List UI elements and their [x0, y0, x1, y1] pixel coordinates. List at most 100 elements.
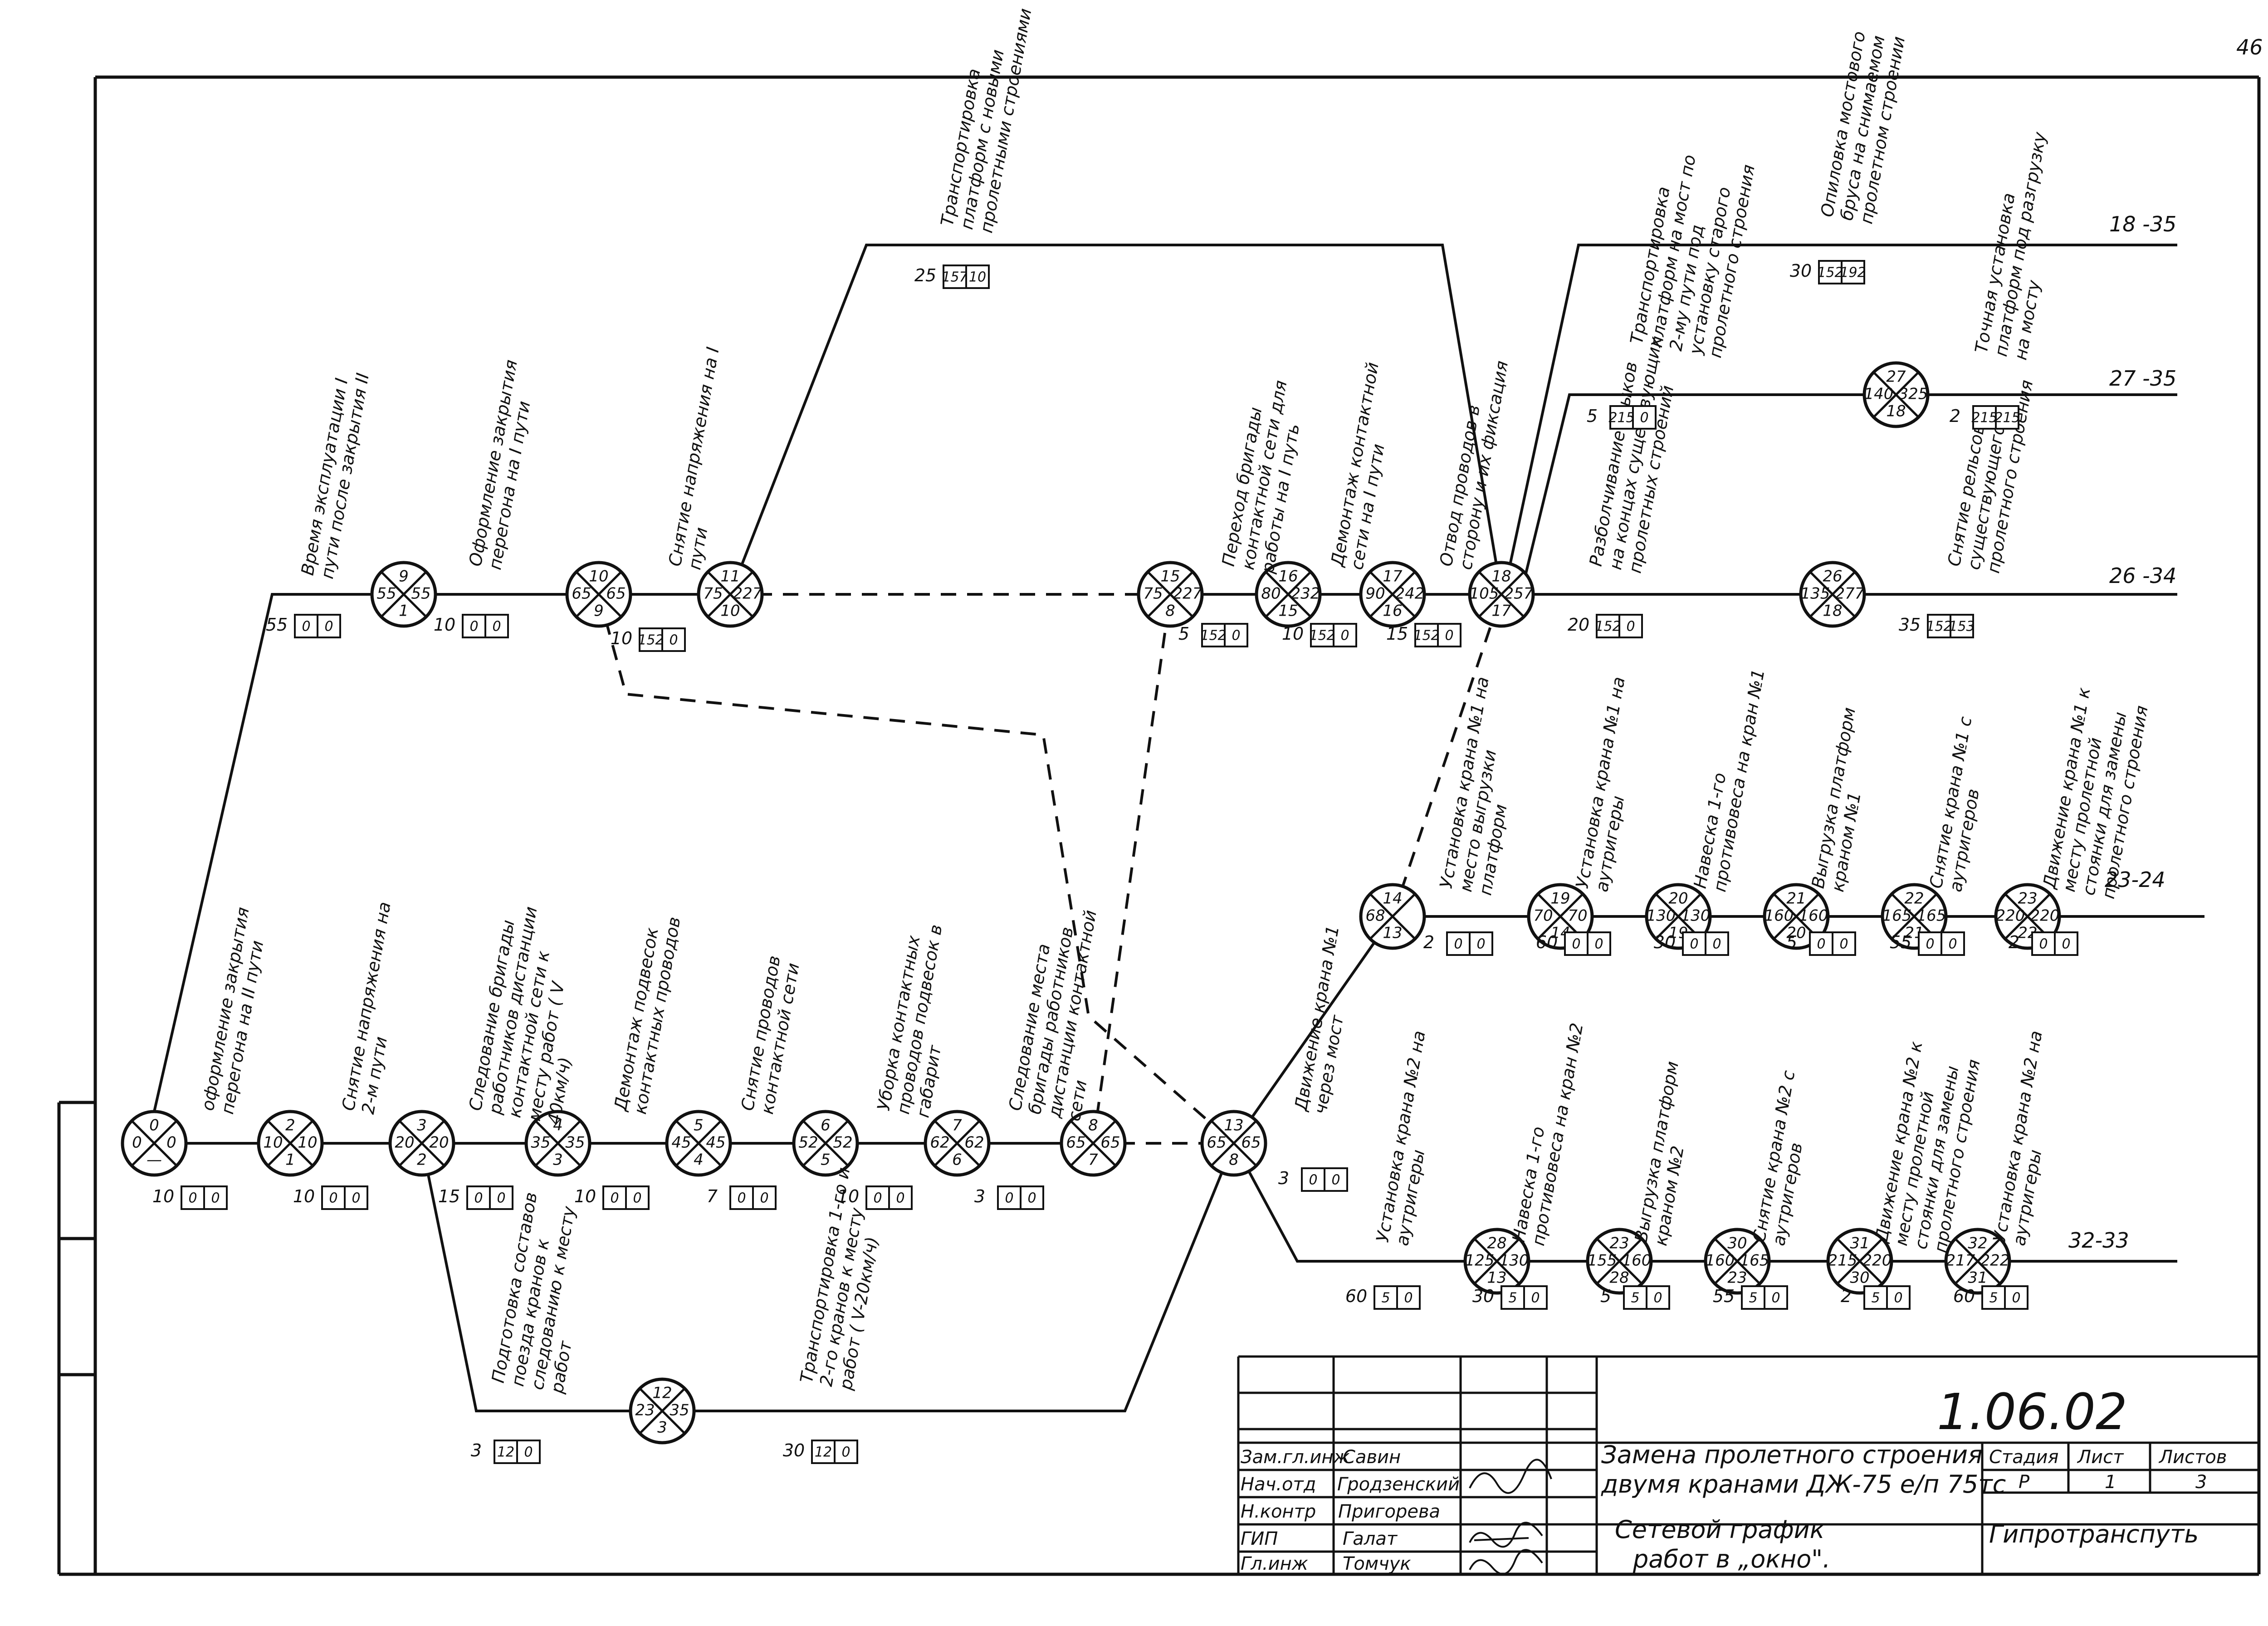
work-arrow	[1232, 1142, 1497, 1263]
activity-label: Установка крана №2 нааутригеры	[1373, 1029, 1449, 1247]
sheet-label: Лист	[2077, 1447, 2124, 1468]
resource-box	[1632, 405, 1657, 430]
resource-value: 0	[760, 1190, 768, 1206]
event-divider	[1954, 1238, 2001, 1285]
event-late-time: 130	[1681, 907, 1711, 925]
resource-value: 0	[1309, 1172, 1317, 1188]
signature	[1469, 1549, 1543, 1575]
resource-box	[2054, 931, 2078, 956]
activity-duration: 55	[1890, 932, 1911, 952]
resource-value: 0	[610, 1190, 619, 1206]
resource-box	[1818, 260, 1843, 284]
sheet-value: 1	[2105, 1472, 2116, 1493]
activity-duration: 10	[293, 1186, 315, 1206]
stage-label: Стадия	[1989, 1447, 2058, 1468]
activity-label: Снятие крана №1 саутригеров	[1926, 715, 1995, 893]
event-late-time: 65	[606, 585, 626, 603]
activity-duration: 10	[611, 628, 632, 648]
activity-label: Оформление закрытияперегона на I пути	[465, 358, 541, 572]
event-late-time: 62	[964, 1134, 984, 1152]
event-divider	[1714, 1238, 1761, 1285]
activity-duration: 25	[914, 265, 936, 285]
resource-value: 152	[1200, 628, 1226, 644]
activity-duration: 2	[1950, 406, 1960, 426]
resource-value: 215	[1994, 410, 2020, 426]
activity-duration: 15	[438, 1186, 460, 1206]
resource-box	[1020, 1185, 1044, 1210]
event-number: 23	[1609, 1234, 1629, 1253]
event-number: 23	[2018, 890, 2037, 908]
resource-box	[661, 627, 686, 652]
event-early-time: 35	[531, 1134, 550, 1152]
resource-value: 10	[969, 269, 986, 285]
resource-box	[1995, 405, 2019, 430]
activity-label: Уборка контактныхпроводов подвесок вгаба…	[874, 920, 966, 1119]
event-number: 32	[1968, 1234, 1987, 1253]
activity-duration: 30	[1790, 261, 1812, 281]
resource-value: 0	[1690, 936, 1698, 952]
resource-value: 0	[329, 1190, 337, 1206]
resource-value: 0	[1894, 1290, 1902, 1306]
event-number: 22	[1904, 890, 1924, 908]
resource-value: 0	[1445, 628, 1453, 644]
activity-label: Движение крана №2 кместу пролетнойстоянк…	[1871, 1040, 1985, 1255]
event-late-time: 65	[1100, 1134, 1120, 1152]
event-late-time: 277	[1835, 585, 1865, 603]
activity-label: Движение крана №1через мост	[1290, 924, 1363, 1117]
event-bottom-value: 20	[1786, 924, 1806, 942]
event-number: 3	[417, 1117, 427, 1135]
event-late-time: 160	[1799, 907, 1828, 925]
resource-value: 0	[896, 1190, 904, 1206]
event-bottom-value: 16	[1383, 602, 1402, 620]
resource-box	[888, 1185, 913, 1210]
activity-duration: 10	[837, 1186, 859, 1206]
event-early-time: 155	[1588, 1252, 1617, 1270]
event-bottom-value: 10	[720, 602, 740, 620]
resource-value: 5	[1989, 1290, 1998, 1306]
event-early-time: 90	[1365, 585, 1385, 603]
event-divider	[131, 1120, 178, 1167]
activity-label: Подготовка составовпоезда кранов кследов…	[488, 1190, 600, 1395]
activity-label: Опиловка мостовогобруса на снимаемомпрол…	[1817, 28, 1909, 225]
event-bottom-value: 17	[1491, 602, 1511, 620]
event-early-time: 160	[1706, 1252, 1735, 1270]
event-late-time: 165	[1917, 907, 1946, 925]
resource-value: 0	[1572, 936, 1580, 952]
event-bottom-value: 1	[399, 602, 409, 620]
dependency-arrow	[1391, 594, 1503, 917]
event-late-time: 130	[1500, 1252, 1529, 1270]
event-divider	[1872, 371, 1920, 418]
dependency-arrow	[597, 594, 1235, 1145]
activity-label: Снятие рельсов ссуществующегопролетного …	[1944, 372, 2037, 575]
drawing-title: Сетевой график	[1615, 1515, 1825, 1544]
activity-duration: 10	[152, 1186, 174, 1206]
resource-value: 152	[1595, 619, 1621, 635]
event-bottom-value: 15	[1278, 602, 1298, 620]
event-early-time: 45	[671, 1134, 691, 1152]
event-number: 7	[952, 1117, 962, 1135]
resource-value: 0	[1340, 628, 1349, 644]
activity-label: Установка крана №2 нааутригеры	[1989, 1029, 2066, 1247]
resource-value: 5	[1631, 1290, 1639, 1306]
resource-box	[943, 264, 967, 289]
event-number: 28	[1487, 1234, 1506, 1253]
resource-value: 0	[211, 1190, 220, 1206]
event-early-time: 130	[1647, 907, 1676, 925]
activity-label: Переход бригадыконтактной сети дляработы…	[1218, 375, 1310, 575]
event-early-time: 52	[798, 1134, 818, 1152]
resource-value: 0	[352, 1190, 360, 1206]
event-early-time: 125	[1465, 1252, 1495, 1270]
event-early-time: 75	[703, 585, 723, 603]
resource-value: 152	[1926, 619, 1952, 635]
event-divider	[575, 571, 622, 618]
event-number: 26	[1823, 568, 1842, 586]
resource-box	[602, 1185, 627, 1210]
